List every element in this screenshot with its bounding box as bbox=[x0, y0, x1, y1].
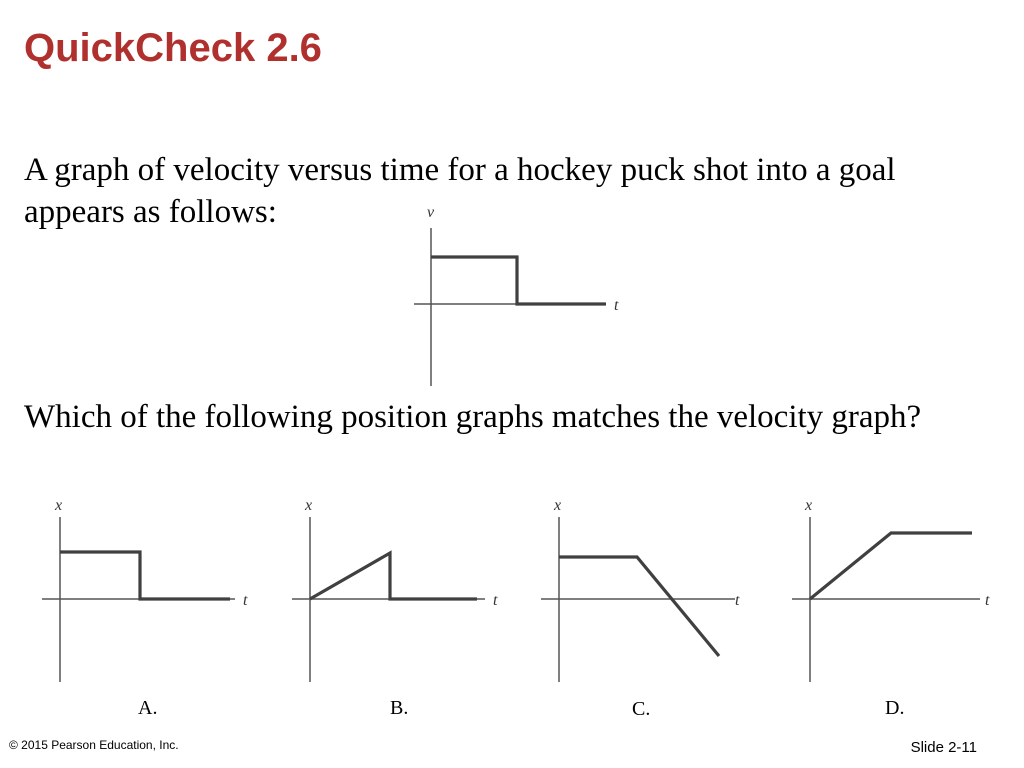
position-graph-b-x-label: t bbox=[493, 592, 498, 609]
velocity-graph-curve bbox=[431, 255, 606, 306]
choice-label-c: C. bbox=[632, 698, 651, 720]
question-text: A graph of velocity versus time for a ho… bbox=[24, 152, 896, 230]
choice-label-d: D. bbox=[885, 697, 905, 719]
copyright-notice: © 2015 Pearson Education, Inc. bbox=[9, 738, 179, 752]
position-graph-c-y-label: x bbox=[553, 497, 561, 514]
position-graph-c: x t bbox=[541, 497, 740, 682]
position-graph-a-x-label: t bbox=[243, 592, 248, 609]
position-graph-b: x t bbox=[292, 497, 498, 682]
choice-label-b: B. bbox=[390, 697, 409, 719]
velocity-graph-y-label: v bbox=[427, 204, 435, 221]
velocity-graph: v t bbox=[414, 204, 619, 386]
position-graph-b-y-label: x bbox=[304, 497, 312, 514]
position-graph-b-curve bbox=[309, 550, 477, 601]
position-graph-d: x t bbox=[792, 497, 990, 682]
position-graph-d-x-label: t bbox=[985, 592, 990, 609]
position-graph-c-curve bbox=[559, 555, 721, 658]
position-graph-c-x-label: t bbox=[735, 592, 740, 609]
position-graph-d-y-label: x bbox=[804, 497, 812, 514]
slide-number: Slide 2-11 bbox=[910, 739, 977, 756]
position-graph-a-curve bbox=[60, 550, 230, 601]
velocity-graph-x-label: t bbox=[614, 297, 619, 314]
slide-title: QuickCheck 2.6 bbox=[24, 26, 322, 70]
position-graph-a: x t bbox=[42, 497, 248, 682]
choice-label-a: A. bbox=[138, 697, 158, 719]
position-graph-d-curve bbox=[808, 531, 972, 601]
prompt-text: Which of the following position graphs m… bbox=[24, 399, 922, 435]
position-graph-a-y-label: x bbox=[54, 497, 62, 514]
